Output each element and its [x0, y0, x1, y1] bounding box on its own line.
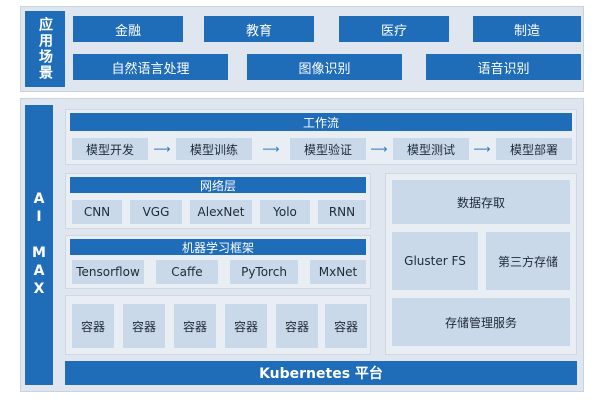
workflow-arrow: ⟶: [473, 142, 491, 156]
container-box: 容器: [225, 304, 267, 348]
ml-framework-panel: 机器学习框架 Tensorflow Caffe PyTorch MxNet: [65, 235, 371, 289]
container-box: 容器: [276, 304, 318, 348]
container-box: 容器: [123, 304, 165, 348]
network-layer-title: 网络层: [70, 177, 366, 193]
framework-tensorflow: Tensorflow: [72, 260, 144, 284]
storage-panel: 数据存取 Gluster FS 第三方存储 存储管理服务: [385, 173, 577, 355]
framework-caffe: Caffe: [156, 260, 218, 284]
network-rnn: RNN: [318, 200, 366, 224]
scenario-speech-recognition: 语音识别: [426, 54, 581, 80]
network-vgg: VGG: [130, 200, 182, 224]
containers-panel: 容器 容器 容器 容器 容器 容器: [65, 295, 371, 355]
scenario-nlp: 自然语言处理: [73, 54, 228, 80]
scenario-education: 教育: [204, 16, 314, 42]
container-box: 容器: [325, 304, 367, 348]
framework-mxnet: MxNet: [310, 260, 366, 284]
workflow-step-test: 模型测试: [393, 138, 469, 160]
ai-max-panel: AI MAX 工作流 模型开发 ⟶ 模型训练 ⟶ 模型验证 ⟶ 模型测试 ⟶ 模…: [20, 98, 584, 392]
workflow-step-develop: 模型开发: [72, 138, 148, 160]
scenario-image-recognition: 图像识别: [247, 54, 402, 80]
container-box: 容器: [174, 304, 216, 348]
workflow-arrow: ⟶: [262, 142, 280, 156]
kubernetes-platform: Kubernetes 平台: [65, 361, 577, 385]
scenario-manufacturing: 制造: [473, 16, 581, 42]
workflow-panel: 工作流 模型开发 ⟶ 模型训练 ⟶ 模型验证 ⟶ 模型测试 ⟶ 模型部署: [65, 109, 577, 165]
network-yolo: Yolo: [260, 200, 310, 224]
container-box: 容器: [72, 304, 114, 348]
storage-management-service: 存储管理服务: [392, 298, 570, 346]
network-cnn: CNN: [72, 200, 122, 224]
workflow-arrow: ⟶: [153, 142, 171, 156]
gluster-fs: Gluster FS: [392, 232, 478, 290]
network-layer-panel: 网络层 CNN VGG AlexNet Yolo RNN: [65, 173, 371, 229]
scenario-medical: 医疗: [339, 16, 449, 42]
workflow-title: 工作流: [70, 113, 572, 131]
network-alexnet: AlexNet: [190, 200, 252, 224]
app-scenarios-label: 应用场景: [25, 11, 65, 87]
app-scenarios-panel: 应用场景 金融 教育 医疗 制造 自然语言处理 图像识别 语音识别: [20, 6, 584, 92]
framework-pytorch: PyTorch: [230, 260, 298, 284]
workflow-step-train: 模型训练: [176, 138, 252, 160]
workflow-step-validate: 模型验证: [290, 138, 366, 160]
ml-framework-title: 机器学习框架: [70, 239, 366, 255]
workflow-step-deploy: 模型部署: [496, 138, 572, 160]
scenario-finance: 金融: [73, 16, 183, 42]
data-access: 数据存取: [392, 180, 570, 224]
third-party-storage: 第三方存储: [486, 232, 570, 290]
ai-max-label: AI MAX: [25, 105, 53, 385]
workflow-arrow: ⟶: [370, 142, 388, 156]
